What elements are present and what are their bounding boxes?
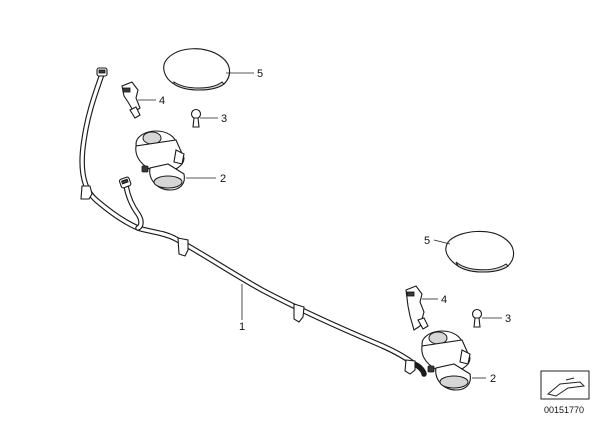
clip-bottom — [471, 308, 483, 328]
cover-cap-bottom — [445, 230, 515, 273]
callout-clip-top: 3 — [221, 113, 227, 125]
hose-end-fitting-middle — [118, 176, 132, 189]
reference-thumbnail — [540, 370, 590, 400]
washer-pump-bottom — [421, 330, 471, 391]
leader-line-cover-bottom — [433, 239, 451, 245]
callout-clip-bottom: 3 — [505, 313, 511, 325]
clip-top — [190, 108, 202, 128]
hose-holder-clip-4 — [404, 359, 416, 375]
callout-cover-bottom: 5 — [424, 235, 430, 247]
callout-nozzle-bottom: 4 — [441, 294, 447, 306]
callout-cover-top: 5 — [257, 68, 263, 80]
spray-nozzle-bottom — [405, 285, 429, 331]
washer-hose — [79, 71, 427, 377]
hose-end-fitting-top — [96, 67, 108, 77]
callout-pump-top: 2 — [220, 173, 226, 185]
callout-hose: 1 — [239, 321, 245, 333]
callout-pump-bottom: 2 — [490, 373, 496, 385]
hose-holder-clip-1 — [80, 185, 93, 200]
document-number: 00151770 — [544, 405, 584, 415]
callout-nozzle-top: 4 — [159, 95, 165, 107]
hose-holder-clip-3 — [293, 303, 305, 323]
washer-pump-top — [135, 130, 185, 191]
spray-nozzle-top — [121, 81, 141, 119]
hose-holder-clip-2 — [177, 237, 189, 257]
cover-cap-top — [163, 48, 231, 91]
